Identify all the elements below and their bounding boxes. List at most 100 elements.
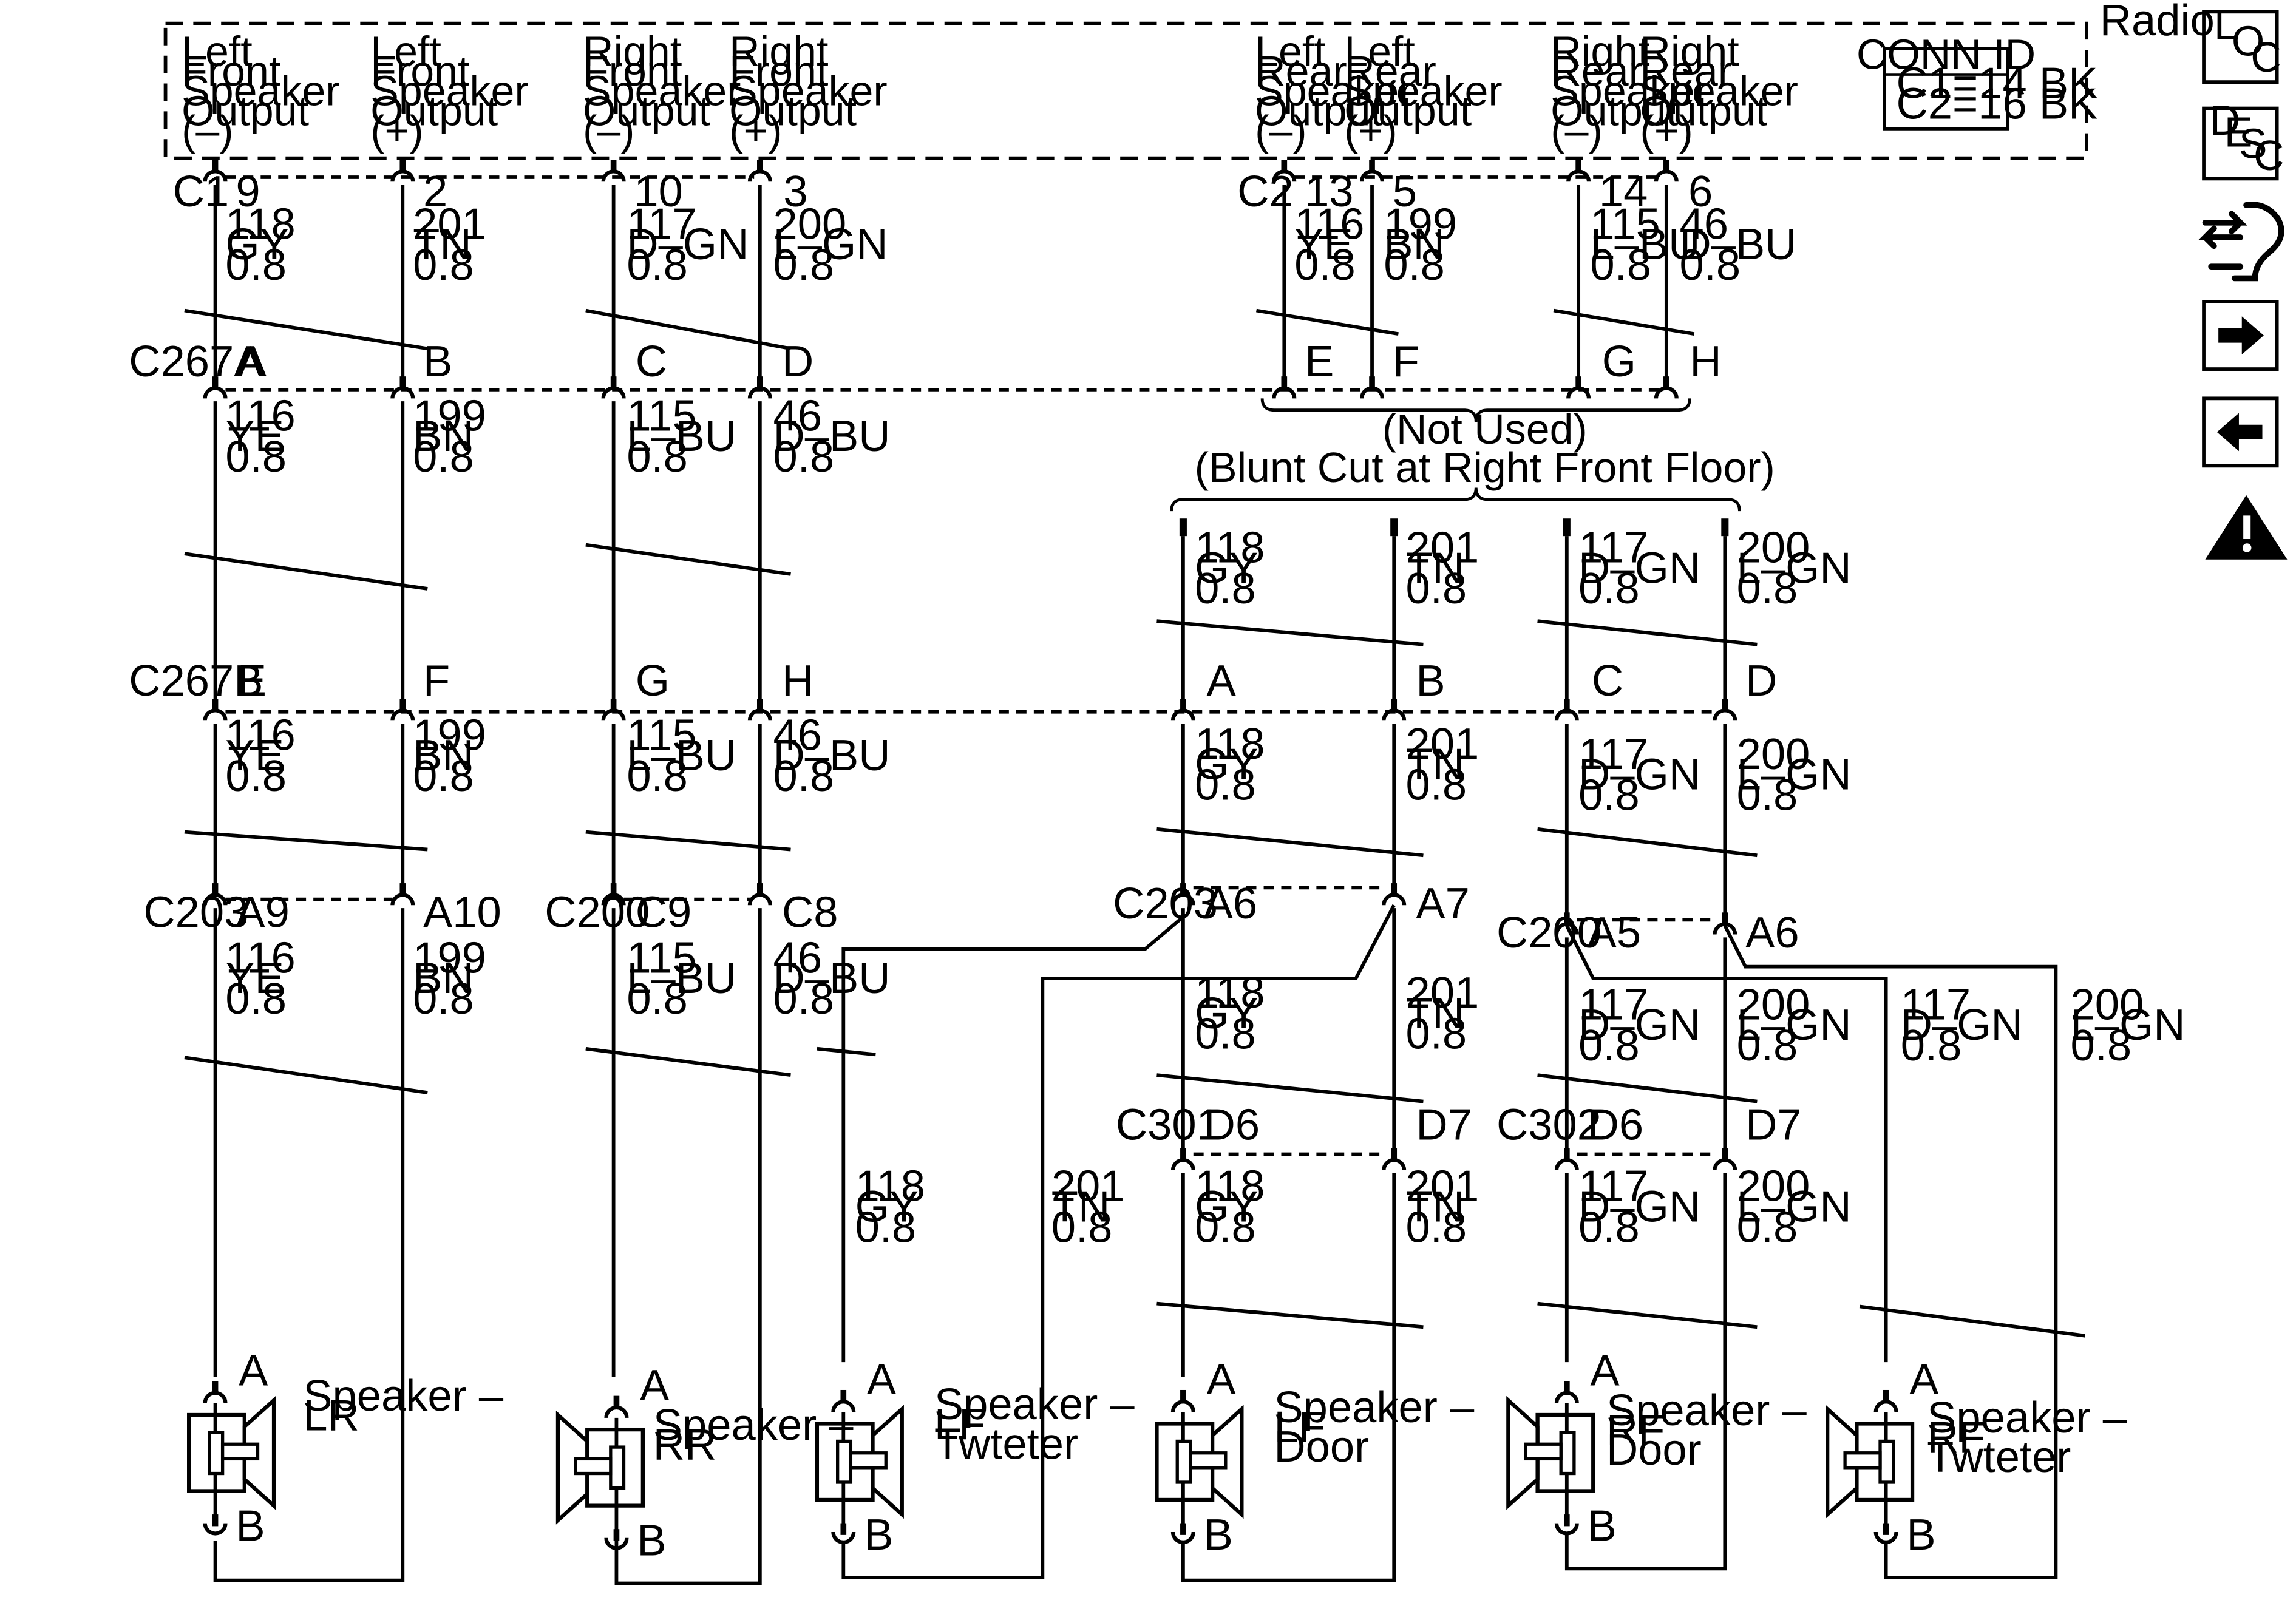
connector-cavity [1713, 708, 1737, 721]
radio-output-label: (–) [583, 107, 634, 154]
connector-label-c200: C200 [545, 887, 650, 937]
wire-label-115-lbu: L–BU [1590, 220, 1700, 269]
connector-terminal [1564, 699, 1570, 711]
pin-label: B [1416, 656, 1445, 705]
wire-label-117-dgn: 117 [1901, 980, 1971, 1029]
radio-output-label: Speaker [370, 67, 529, 115]
previous-arrow-icon [2202, 396, 2279, 468]
connector-cavity [1654, 169, 1679, 182]
radio-output-label: Speaker [1550, 67, 1709, 115]
connector-cavity [831, 1400, 856, 1412]
radio-output-label: Output [182, 87, 309, 134]
wire-label-200-lgn: 200 [1737, 523, 1810, 572]
wire-label-118-gy: 0.8 [855, 1202, 917, 1252]
connector-cavity [390, 708, 415, 721]
harness-break-line [817, 1046, 876, 1057]
connector-cavity [1382, 1158, 1407, 1171]
connector-terminal [840, 1523, 847, 1535]
wire-label-116-ye: 0.8 [225, 974, 287, 1023]
wire-label-201-tn: 0.8 [1051, 1202, 1113, 1252]
pin-label: D7 [1416, 1100, 1472, 1149]
connector-terminal [613, 1529, 620, 1541]
pin-label: B [423, 337, 452, 386]
wire-label-118-gy: GY [1195, 543, 1258, 592]
wire-label-115-lbu: 115 [627, 933, 696, 982]
wire-label-199-bn: 0.8 [413, 974, 474, 1023]
wire-label-116-ye: YE [225, 412, 284, 461]
harness-break-line [184, 308, 428, 351]
connector-cavity [1170, 708, 1195, 721]
radio-module-boundary [163, 21, 2088, 160]
radio-output-label: Output [1640, 87, 1767, 134]
connector-cavity [1873, 1400, 1898, 1412]
warning-icon-dot [2242, 543, 2252, 552]
wire-label-116-ye: YE [225, 731, 284, 780]
pin-label: B [1588, 1502, 1617, 1551]
connector-terminal [1663, 376, 1669, 388]
connector-terminal [1564, 1148, 1570, 1161]
wire-layer [184, 185, 2086, 1585]
pin-label: A6 [1204, 879, 1257, 928]
radio-output-label: (+) [1344, 107, 1397, 154]
harness-break-line [585, 1046, 791, 1077]
location-icon-letter: C [2250, 33, 2281, 81]
wire-label-118-gy: 118 [1195, 1162, 1265, 1211]
speaker-lf-door-label: Door [1274, 1422, 1369, 1471]
wire-label-201-tn: 201 [413, 199, 486, 248]
harness-break-line [585, 308, 792, 351]
wire-label-200-lgn: 0.8 [2071, 1021, 2132, 1070]
harness-icon [2198, 202, 2284, 282]
connector-terminal [1180, 699, 1186, 711]
wire-label-117-dgn: D–GN [1578, 1182, 1700, 1231]
wire-label-200-lgn: 200 [1737, 730, 1810, 779]
pin-label: C9 [636, 887, 691, 937]
wire-label-118-gy: 0.8 [1195, 564, 1256, 613]
connector-terminal [212, 1381, 219, 1393]
wire-label-201-tn: 0.8 [413, 240, 474, 290]
radio-output-label: Right [583, 28, 682, 75]
wire-label-117-dgn: 0.8 [1578, 1202, 1640, 1252]
pin-label: 2 [423, 167, 447, 216]
wire-label-115-lbu: 115 [627, 710, 696, 759]
wire [1723, 924, 2058, 1579]
wire-end-pin [1390, 518, 1398, 537]
wire-label-200-lgn: L–GN [1737, 1000, 1852, 1049]
speaker-rf-door-label: RF [1606, 1405, 1665, 1454]
pin-label: A7 [1416, 879, 1469, 928]
connector-cavity [747, 169, 772, 182]
connector-cavity [1170, 1158, 1195, 1171]
wire [614, 908, 762, 1585]
connector-terminal [1180, 1148, 1186, 1161]
connector-terminal [1663, 160, 1669, 172]
connector-label-c302: C302 [1496, 1100, 1601, 1149]
radio-output-label: Left [1255, 28, 1326, 75]
pin-label: B [1204, 1510, 1233, 1559]
wire-label-118-gy: GY [855, 1182, 919, 1231]
wire-label-118-gy: 118 [1195, 968, 1265, 1017]
connector-terminal [610, 883, 617, 895]
harness-break-line [1156, 619, 1424, 646]
connector-terminal [1575, 160, 1581, 172]
conn-id-box [1883, 47, 2009, 131]
connector-cavity [1654, 386, 1679, 399]
connector-terminal [399, 376, 406, 388]
wire-label-115-lbu: L–BU [627, 731, 736, 780]
speaker-rf-tweeter-cone [1826, 1405, 1859, 1519]
pin-label: A9 [236, 887, 289, 937]
connector-terminal [212, 883, 219, 895]
connector-terminal [1369, 376, 1375, 388]
wire-label-116-ye: 116 [1294, 199, 1364, 248]
wire-label-116-ye: YE [225, 954, 284, 1003]
wire-label-117-dgn: 117 [1578, 523, 1648, 572]
wire-label-118-gy: GY [1195, 740, 1258, 789]
pin-label: D [1745, 656, 1777, 705]
pin-label: A [239, 1346, 268, 1395]
speaker-rf-tweeter-label: Speaker – [1927, 1393, 2128, 1442]
wire-label-117-dgn: 117 [1578, 980, 1648, 1029]
pin-label: A [1590, 1346, 1620, 1395]
pin-label: B [1906, 1510, 1935, 1559]
wire-label-200-lgn: 0.8 [1737, 564, 1798, 613]
wire-label-201-tn: TN [1406, 1182, 1464, 1231]
pin-label: F [423, 656, 450, 705]
radio-output-label: Speaker [1255, 67, 1413, 115]
